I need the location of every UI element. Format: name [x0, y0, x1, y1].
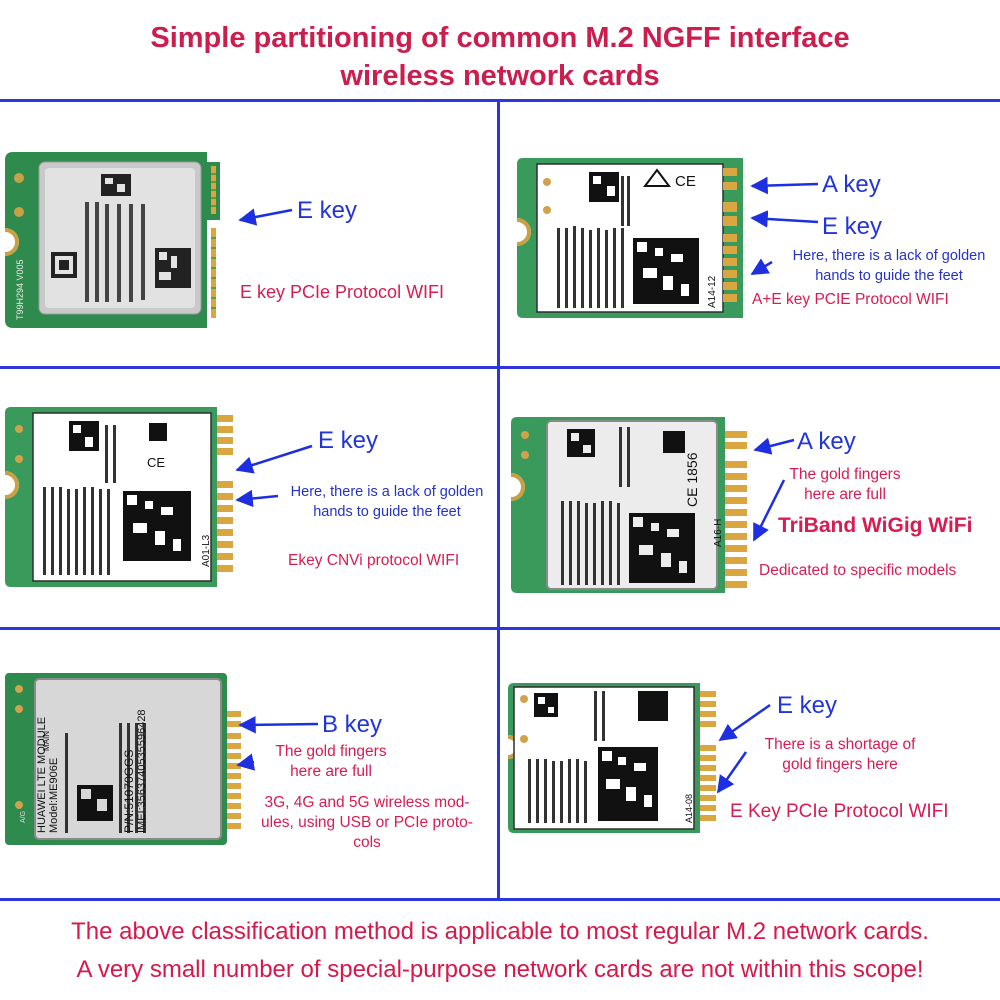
full-gold-fingers-note: The gold fingers here are full	[789, 466, 901, 503]
missing-gold-fingers-note: Here, there is a lack of golden hands to…	[792, 248, 986, 284]
card-edge-label: A14-12	[707, 275, 718, 308]
arrow-a-key-2	[750, 176, 819, 195]
divider-top	[0, 99, 1000, 102]
card-edge-label: A16-H	[713, 519, 724, 547]
card-edge-label: A14-08	[684, 794, 694, 823]
arrow-note-3	[235, 489, 279, 508]
card-edge-label: A01-L3	[201, 534, 212, 567]
arrow-note-2	[750, 258, 773, 276]
shortage-gold-fingers-note: There is a shortage of gold fingers here	[764, 736, 916, 773]
module-description: 3G, 4G and 5G wireless mod- ules, using …	[261, 794, 473, 851]
module-pn: P/N:51070GGS	[122, 750, 136, 833]
footer-line-1: The above classification method is appli…	[71, 918, 929, 945]
svg-text:CE: CE	[147, 455, 165, 470]
ce-mark: CE 1856	[684, 452, 700, 507]
missing-gold-fingers-note: Here, there is a lack of golden hands to…	[290, 484, 484, 520]
divider-row2	[0, 627, 1000, 630]
protocol-label: E key PCIe Protocol WIFI	[240, 282, 445, 302]
protocol-label: E Key PCIe Protocol WIFI	[730, 801, 949, 822]
page-subtitle: wireless network cards	[340, 60, 660, 92]
wifi-card-18265ngw: CE 1856 A16-H	[511, 417, 747, 593]
wifi-card-be200ngw: A14-08	[508, 683, 716, 833]
wifi-card-ax200ngw: CE A14-12	[517, 158, 743, 318]
e-key-label: E key	[777, 692, 838, 719]
arrow-e-key-3	[235, 444, 313, 474]
card-edge-label: T99H294 V005	[15, 259, 25, 320]
ag-label: A/G	[20, 811, 27, 823]
arrow-e-key-2	[750, 210, 819, 228]
wifi-card-ax201ngw: CE A01-L3	[5, 407, 233, 587]
divider-vertical	[497, 99, 500, 901]
module-brand: HUAWEI LTE MODULE	[36, 717, 48, 833]
protocol-label: A+E key PCIE Protocol WIFI	[752, 291, 949, 308]
footer-line-2: A very small number of special-purpose n…	[76, 956, 924, 983]
page-title: Simple partitioning of common M.2 NGFF i…	[150, 22, 850, 54]
arrow-a-key-4	[753, 437, 795, 455]
svg-text:CE: CE	[675, 173, 696, 190]
module-imei: IMEI:3563740535596428	[136, 709, 148, 833]
wifi-card-nfa765a: T99H294 V005	[5, 152, 220, 328]
protocol-label: TriBand WiGig WiFi	[778, 514, 973, 537]
e-key-label: E key	[297, 197, 358, 224]
a-key-label: A key	[797, 428, 856, 455]
b-key-label: B key	[322, 711, 383, 738]
module-model: Model:ME906E	[48, 758, 60, 833]
e-key-label: E key	[318, 427, 379, 454]
main-label: MAIN	[42, 731, 51, 751]
arrow-b-key-5	[238, 716, 319, 734]
a-key-label: A key	[822, 171, 881, 198]
divider-row1	[0, 366, 1000, 369]
lte-module-me906e: HUAWEI LTE MODULE Model:ME906E P/N:51070…	[5, 673, 241, 845]
models-note: Dedicated to specific models	[759, 562, 957, 579]
arrow-e-key-1	[238, 208, 293, 226]
protocol-label: Ekey CNVi protocol WIFI	[288, 552, 460, 569]
e-key-label: E key	[822, 213, 883, 240]
full-gold-fingers-note: The gold fingers here are full	[275, 743, 387, 780]
divider-bottom	[0, 898, 1000, 901]
